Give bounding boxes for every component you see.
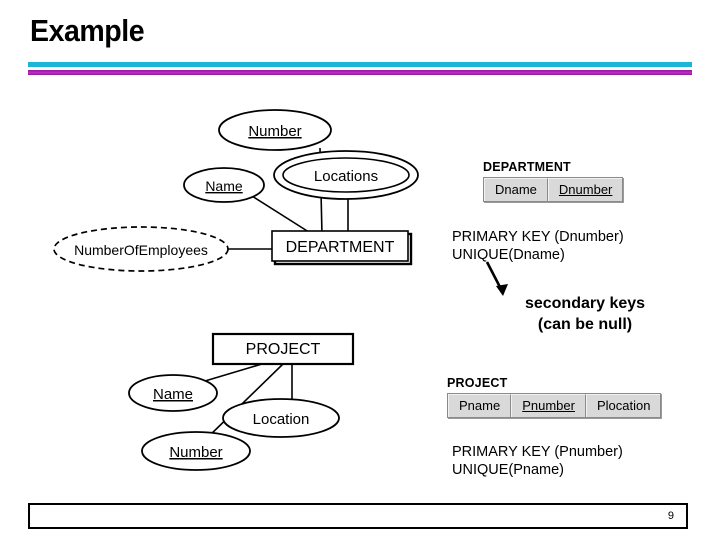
er-attribute-locations: Locations xyxy=(273,150,419,200)
relation-department-name: DEPARTMENT xyxy=(483,160,571,174)
relation-project-table: Pname Pnumber Plocation xyxy=(447,393,662,418)
relation-department-column-dname: Dname xyxy=(484,178,548,201)
er-attribute-project-name-label: Name xyxy=(153,386,193,403)
er-attribute-project-number: Number xyxy=(141,431,251,471)
constraints-department-unique: UNIQUE(Dname) xyxy=(452,247,565,263)
callout-arrow xyxy=(485,261,508,296)
er-entity-project-label: PROJECT xyxy=(246,341,321,358)
er-entity-department-label: DEPARTMENT xyxy=(286,239,395,256)
constraints-project-unique: UNIQUE(Pname) xyxy=(452,462,564,478)
er-attribute-numberofemployees: NumberOfEmployees xyxy=(53,226,229,272)
er-connector-project-number xyxy=(204,363,284,441)
er-attribute-number-label: Number xyxy=(248,123,301,140)
er-connector-name xyxy=(251,195,313,235)
relation-project-column-plocation: Plocation xyxy=(585,394,661,417)
er-attribute-name: Name xyxy=(183,167,265,203)
title-divider xyxy=(28,62,692,75)
er-attribute-name-label: Name xyxy=(205,178,243,194)
divider-bar-gap xyxy=(28,67,692,70)
er-connector-number xyxy=(319,147,323,236)
constraints-project-primary-key: PRIMARY KEY (Pnumber) xyxy=(452,444,623,460)
footer-box: 9 xyxy=(28,503,688,529)
er-attribute-project-location: Location xyxy=(222,398,340,438)
constraints-department-primary-key: PRIMARY KEY (Dnumber) xyxy=(452,229,624,245)
relation-project-name: PROJECT xyxy=(447,376,508,390)
er-connector-project-name xyxy=(204,363,263,382)
constraints-department: PRIMARY KEY (Dnumber) UNIQUE(Dname) xyxy=(452,228,624,264)
page-number: 9 xyxy=(667,510,674,522)
relation-project-column-pname: Pname xyxy=(448,394,512,417)
er-attribute-locations-label: Locations xyxy=(314,168,378,185)
callout-line-2: (can be null) xyxy=(537,316,633,333)
er-attribute-numberofemployees-label: NumberOfEmployees xyxy=(74,242,208,258)
callout-secondary-keys: secondary keys (can be null) xyxy=(470,293,700,335)
callout-line-1: secondary keys xyxy=(524,295,646,312)
er-diagram-department: Number Name Locations NumberOfEmployees … xyxy=(53,109,419,272)
relation-department-table: Dname Dnumber xyxy=(483,177,624,202)
er-entity-department: DEPARTMENT xyxy=(271,230,413,266)
er-entity-project: PROJECT xyxy=(211,332,355,366)
page-title: Example xyxy=(30,13,145,48)
divider-bar-cyan xyxy=(28,62,692,67)
relation-department: DEPARTMENT Dname Dnumber xyxy=(483,160,624,202)
er-attribute-project-number-label: Number xyxy=(169,444,222,461)
divider-bar-magenta xyxy=(28,70,692,75)
constraints-project: PRIMARY KEY (Pnumber) UNIQUE(Pname) xyxy=(452,443,623,479)
er-attribute-number: Number xyxy=(218,109,332,151)
er-attribute-project-name: Name xyxy=(128,374,218,412)
relation-project: PROJECT Pname Pnumber Plocation xyxy=(447,376,662,418)
relation-project-column-pnumber: Pnumber xyxy=(511,394,586,417)
relation-department-column-dnumber: Dnumber xyxy=(547,178,623,201)
er-diagram-project: PROJECT Name Location Number xyxy=(128,332,355,471)
er-attribute-project-location-label: Location xyxy=(253,411,310,428)
